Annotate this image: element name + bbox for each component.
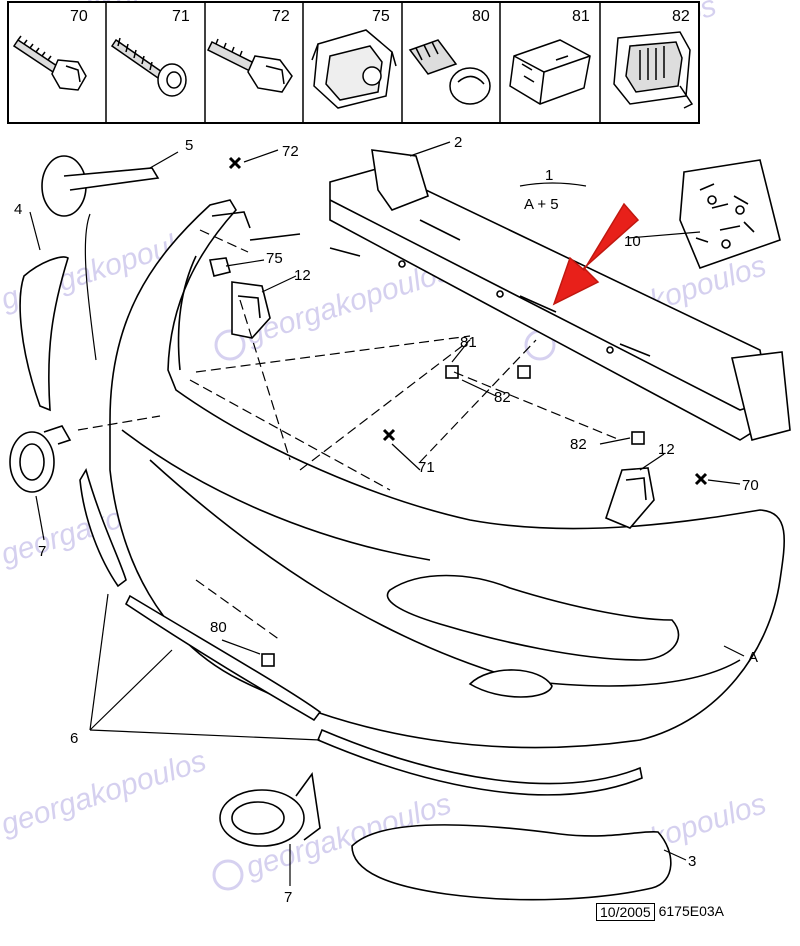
mounting-bracket-right — [605, 467, 655, 529]
legend-number-81: 81 — [572, 8, 590, 25]
callout-1: 1 — [545, 167, 553, 184]
callout-4: 4 — [14, 201, 22, 218]
lower-trim-moulding — [351, 824, 672, 901]
watermark: georgakopoulos — [0, 744, 210, 841]
legend-number-75: 75 — [372, 8, 390, 25]
callout-12-left: 12 — [294, 267, 311, 284]
push-rivet-icon — [408, 39, 491, 105]
legend-number-72: 72 — [272, 8, 290, 25]
cage-nut-81-part — [445, 365, 459, 379]
callout-5: 5 — [185, 137, 193, 154]
drawing-code: 6175E03A — [658, 903, 725, 919]
fog-lamp-bezel-left — [9, 425, 72, 493]
assembly-lines — [77, 229, 621, 641]
callout-10: 10 — [624, 233, 641, 250]
bolt-icon — [12, 35, 87, 91]
cage-nut-icon — [509, 39, 591, 105]
callout-72: 72 — [282, 143, 299, 160]
bumper-assembly — [9, 149, 791, 901]
snap-clip-82-part — [631, 431, 645, 445]
clip-75-part — [209, 257, 231, 277]
screw-71-marker — [382, 428, 396, 442]
bolt-70-marker — [694, 472, 708, 486]
callout-82-top: 82 — [494, 389, 511, 406]
callout-81: 81 — [460, 334, 477, 351]
hex-bolt-icon — [206, 38, 293, 93]
callout-7-left: 7 — [38, 543, 46, 560]
legend-number-71: 71 — [172, 8, 190, 25]
bracket-clip-icon — [311, 29, 397, 109]
callout-82-right: 82 — [570, 436, 587, 453]
screw-icon — [110, 37, 187, 97]
bolt-72-marker — [228, 156, 242, 170]
highlight-arrow — [552, 202, 640, 306]
fastener-kit — [679, 159, 781, 270]
push-rivet-80-part — [261, 653, 275, 667]
legend-number-82: 82 — [672, 8, 690, 25]
callout-6: 6 — [70, 730, 78, 747]
callout-71: 71 — [418, 459, 435, 476]
mounting-bracket-left — [231, 281, 271, 339]
side-bracket — [19, 256, 69, 412]
callout-2: 2 — [454, 134, 462, 151]
callout-12-right: 12 — [658, 441, 675, 458]
revision-date: 10/2005 — [596, 903, 655, 921]
callout-7-right: 7 — [284, 889, 292, 906]
fastener-legend: 70 71 72 75 80 81 82 — [7, 1, 700, 124]
trim-clip — [41, 155, 160, 217]
lower-trim-strip — [79, 467, 643, 796]
callout-A: A — [748, 649, 758, 666]
drawing-footer: 10/2005 6175E03A — [596, 903, 728, 921]
callout-3: 3 — [688, 853, 696, 870]
cage-nut-81-part — [517, 365, 531, 379]
legend-number-80: 80 — [472, 8, 490, 25]
snap-clip-icon — [613, 31, 694, 109]
callout-70: 70 — [742, 477, 759, 494]
fog-lamp-bezel-right — [219, 771, 321, 847]
callout-1-subtitle: A + 5 — [524, 196, 559, 213]
leader-lines — [29, 141, 745, 886]
impact-beam — [329, 149, 791, 441]
callout-80: 80 — [210, 619, 227, 636]
legend-number-70: 70 — [70, 8, 88, 25]
callout-labels: 5 72 2 1 A + 5 10 4 75 12 81 82 82 12 71… — [14, 134, 759, 906]
callout-75: 75 — [266, 250, 283, 267]
